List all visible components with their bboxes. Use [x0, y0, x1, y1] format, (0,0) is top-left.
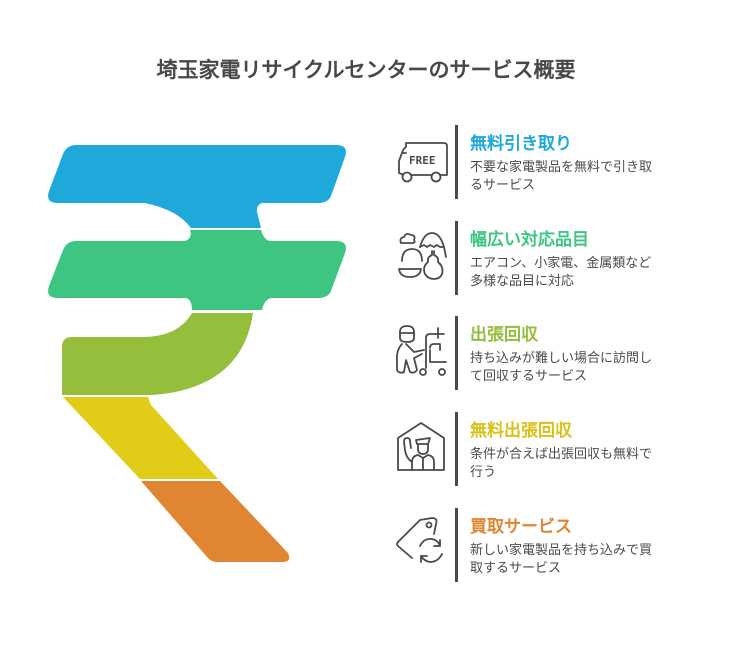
service-item-buyback: 買取サービス 新しい家電製品を持ち込みで買取するサービス	[388, 508, 718, 592]
segment-yellow	[63, 397, 218, 479]
item-description: 条件が合えば出張回収も無料で行う	[470, 447, 653, 480]
segment-blue	[48, 145, 346, 228]
various-items-icon	[398, 232, 447, 280]
divider	[455, 412, 458, 486]
tag-exchange-icon	[396, 517, 443, 563]
service-item-onsite-collection: 出張回収 持ち込みが難しい場合に訪問して回収するサービス	[388, 316, 718, 400]
item-heading: 出張回収	[470, 325, 538, 345]
worker-cart-icon	[395, 325, 447, 376]
page-title: 埼玉家電リサイクルセンターのサービス概要	[156, 58, 576, 82]
house-worker-icon	[397, 422, 445, 471]
divider	[455, 125, 458, 199]
service-item-free-onsite-collection: 無料出張回収 条件が合えば出張回収も無料で行う	[388, 412, 718, 496]
segment-orange	[141, 481, 290, 562]
item-description: 持ち込みが難しい場合に訪問して回収するサービス	[470, 351, 653, 384]
item-heading: 幅広い対応品目	[470, 230, 589, 250]
segment-lime	[62, 313, 253, 395]
service-item-free-pickup: FREE 無料引き取り 不要な家電製品を無料で引き取るサービス	[388, 125, 718, 209]
item-heading: 無料引き取り	[470, 134, 572, 154]
divider	[455, 221, 458, 295]
rupee-segmented-graphic	[48, 145, 346, 562]
divider	[455, 316, 458, 390]
free-truck-icon: FREE	[398, 142, 448, 183]
item-description: エアコン、小家電、金属類など多様な品目に対応	[470, 256, 652, 289]
segment-green	[48, 230, 346, 310]
divider	[455, 508, 458, 582]
item-description: 新しい家電製品を持ち込みで買取するサービス	[470, 543, 653, 576]
svg-text:FREE: FREE	[409, 154, 436, 167]
item-heading: 買取サービス	[470, 517, 572, 537]
item-heading: 無料出張回収	[470, 421, 572, 441]
item-description: 不要な家電製品を無料で引き取るサービス	[470, 160, 653, 193]
service-item-wide-range: 幅広い対応品目 エアコン、小家電、金属類など多様な品目に対応	[388, 221, 718, 305]
